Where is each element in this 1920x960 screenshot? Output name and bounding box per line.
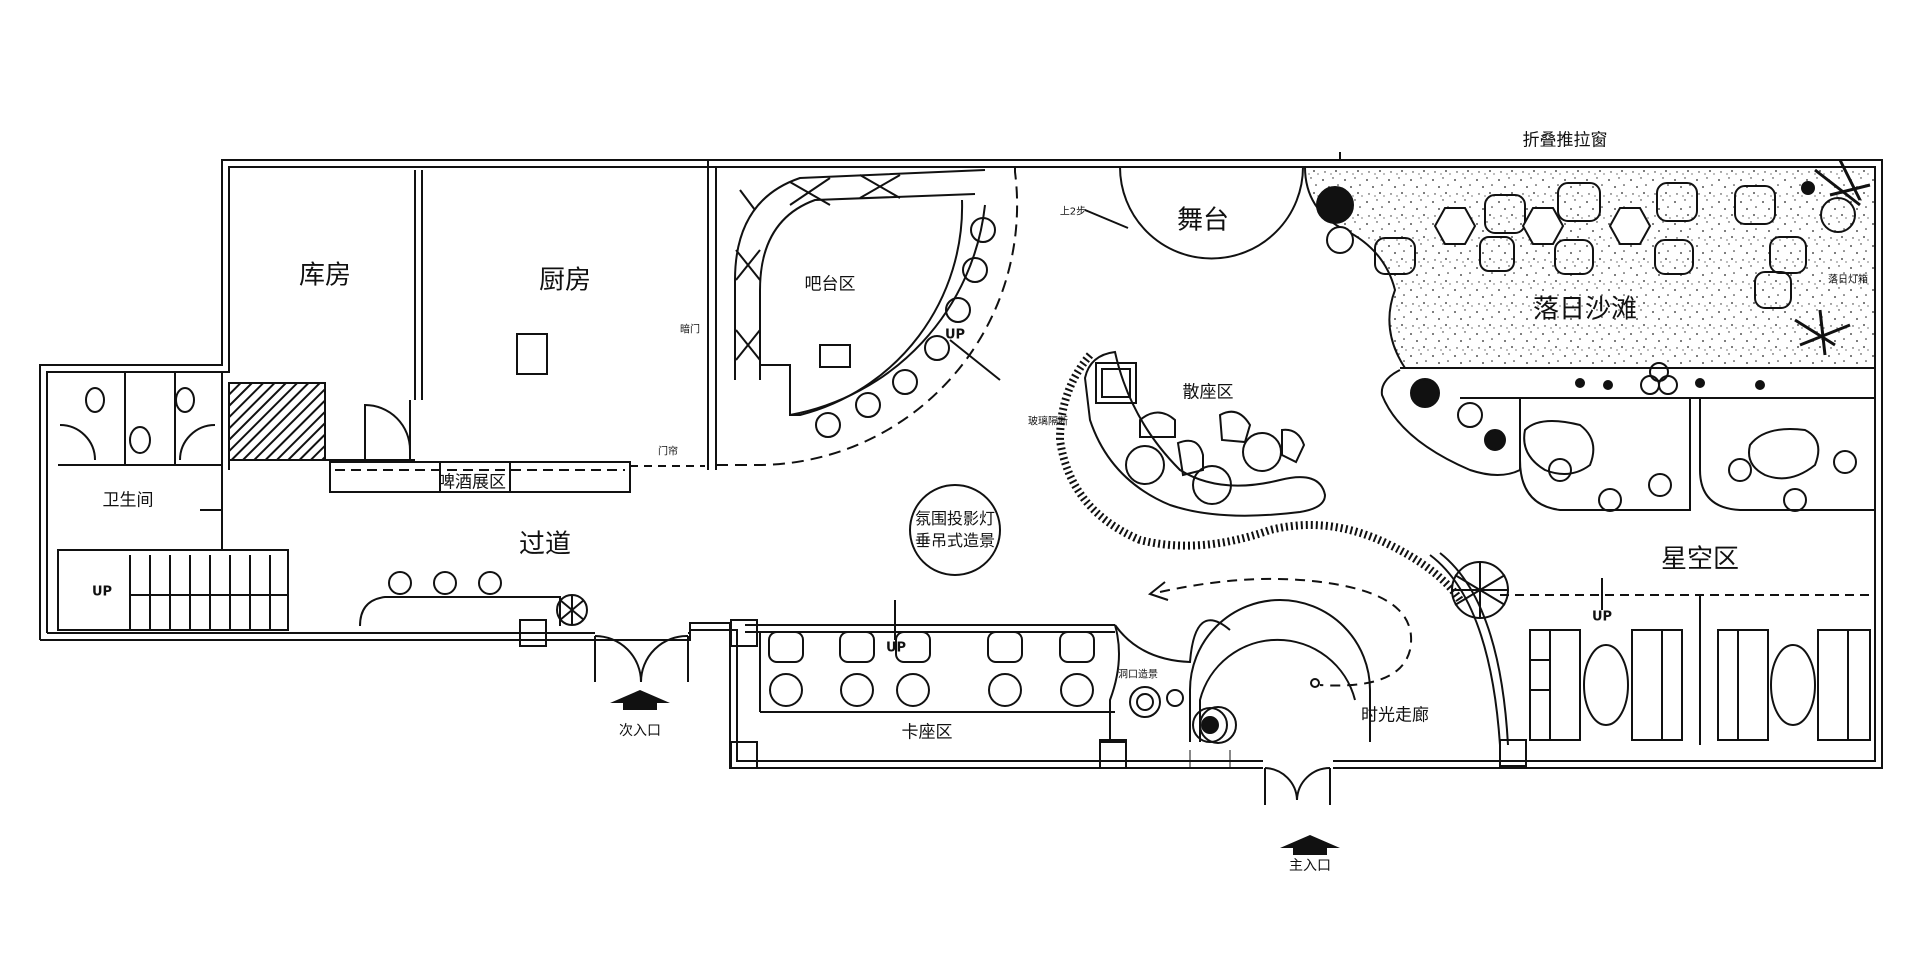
label-storage: 库房 xyxy=(298,260,352,291)
label-time-corridor: 时光走廊 xyxy=(1361,705,1429,726)
label-up-booth: UP xyxy=(885,640,907,656)
label-folding-window: 折叠推拉窗 xyxy=(1522,130,1608,151)
stairs-left xyxy=(57,549,289,631)
label-glass-partition: 玻璃隔断 xyxy=(1028,416,1068,428)
label-booth-area: 卡座区 xyxy=(901,722,953,743)
shaft-hatched xyxy=(228,382,326,461)
lounge-area xyxy=(1083,350,1327,517)
booth-area xyxy=(745,600,1127,769)
label-beer-display: 啤酒展区 xyxy=(438,472,506,493)
label-up-stairs: UP xyxy=(91,584,113,600)
starry-area xyxy=(1429,397,1875,767)
label-starry-area: 星空区 xyxy=(1660,544,1740,575)
label-sunset-light: 落日灯箱 xyxy=(1828,274,1868,286)
cave-feature xyxy=(1114,619,1231,718)
glass-partition xyxy=(1055,352,1464,603)
label-door-curtain: 门帘 xyxy=(658,446,678,458)
label-cave-feature: 洞口造景 xyxy=(1118,669,1158,681)
lamp-feature-line1: 氛围投影灯 xyxy=(914,509,996,528)
label-corridor: 过道 xyxy=(518,529,572,560)
label-lounge: 散座区 xyxy=(1182,382,1234,403)
plants xyxy=(556,561,1509,744)
flow-arrow xyxy=(1147,577,1413,688)
beer-display-counter xyxy=(329,461,705,493)
label-hidden-door: 暗门 xyxy=(680,324,700,336)
planter-strip xyxy=(1380,362,1876,476)
entrance-arrows xyxy=(610,690,1340,855)
label-main-entrance: 主入口 xyxy=(1289,858,1331,874)
label-stage: 舞台 xyxy=(1176,205,1230,236)
label-sunset-beach: 落日沙滩 xyxy=(1532,294,1638,325)
corridor-counter xyxy=(359,571,561,627)
storage-kitchen xyxy=(228,170,548,470)
main-entrance-doors xyxy=(1099,739,1331,805)
label-secondary-entrance: 次入口 xyxy=(619,723,661,739)
bar-area xyxy=(716,167,1019,466)
outer-walls xyxy=(39,152,1883,769)
label-up-bar: UP xyxy=(944,327,966,343)
lamp-feature-label: 氛围投影灯 垂吊式造景 xyxy=(915,508,995,552)
label-bar-area: 吧台区 xyxy=(804,274,856,295)
sunset-beach xyxy=(1303,159,1876,369)
stage xyxy=(1084,166,1304,260)
lamp-feature-line2: 垂吊式造景 xyxy=(914,531,996,550)
label-kitchen: 厨房 xyxy=(538,265,592,296)
label-two-steps-up: 上2步 xyxy=(1059,206,1087,218)
label-restroom: 卫生间 xyxy=(102,490,154,511)
lamp-feature-circle xyxy=(909,484,1001,576)
label-up-starry: UP xyxy=(1591,609,1613,625)
restroom xyxy=(58,372,223,550)
